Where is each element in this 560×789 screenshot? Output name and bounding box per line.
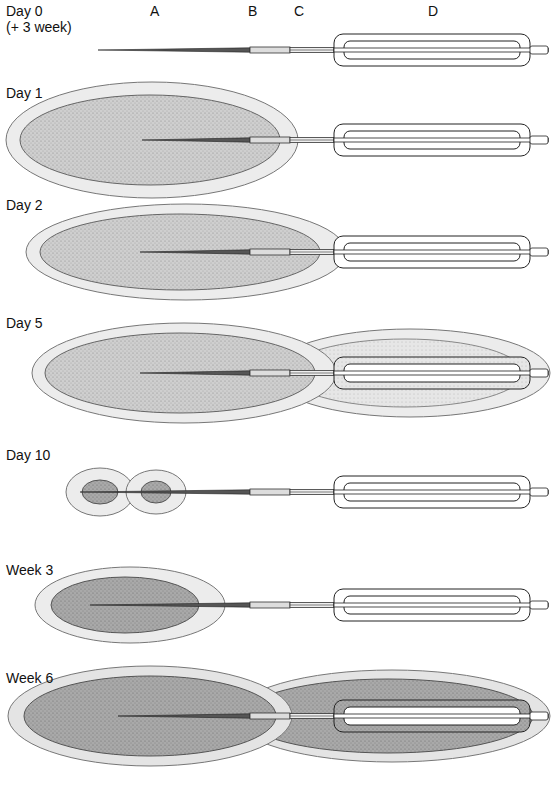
stage-label: (+ 3 week) (6, 20, 72, 35)
part-letter: C (294, 4, 304, 19)
reaction-zone (24, 676, 276, 756)
stage-label: Day 2 (6, 198, 43, 213)
tissue-halo (26, 204, 346, 300)
stage-label: Day 5 (6, 316, 43, 331)
tissue-halo (6, 82, 298, 198)
implant-device (90, 589, 548, 621)
reaction-zone (40, 214, 320, 290)
part-letter: B (248, 4, 257, 19)
implant-device (80, 476, 548, 508)
tissue-halo (270, 329, 550, 417)
implant-device (142, 124, 548, 156)
tissue-halo (234, 670, 550, 762)
implant-device (98, 34, 548, 66)
part-letter: D (428, 4, 438, 19)
tissue-halo (32, 323, 336, 423)
stage-label: Day 0 (6, 4, 43, 19)
stage-label: Day 10 (6, 448, 50, 463)
stage-label: Week 3 (6, 563, 53, 578)
reaction-zone (45, 333, 315, 413)
implant-device (140, 236, 548, 268)
stage-label: Week 6 (6, 671, 53, 686)
reaction-zone (20, 95, 280, 185)
stage-label: Day 1 (6, 86, 43, 101)
part-letter: A (150, 4, 159, 19)
implant-device (140, 357, 548, 389)
implant-device (118, 700, 548, 732)
